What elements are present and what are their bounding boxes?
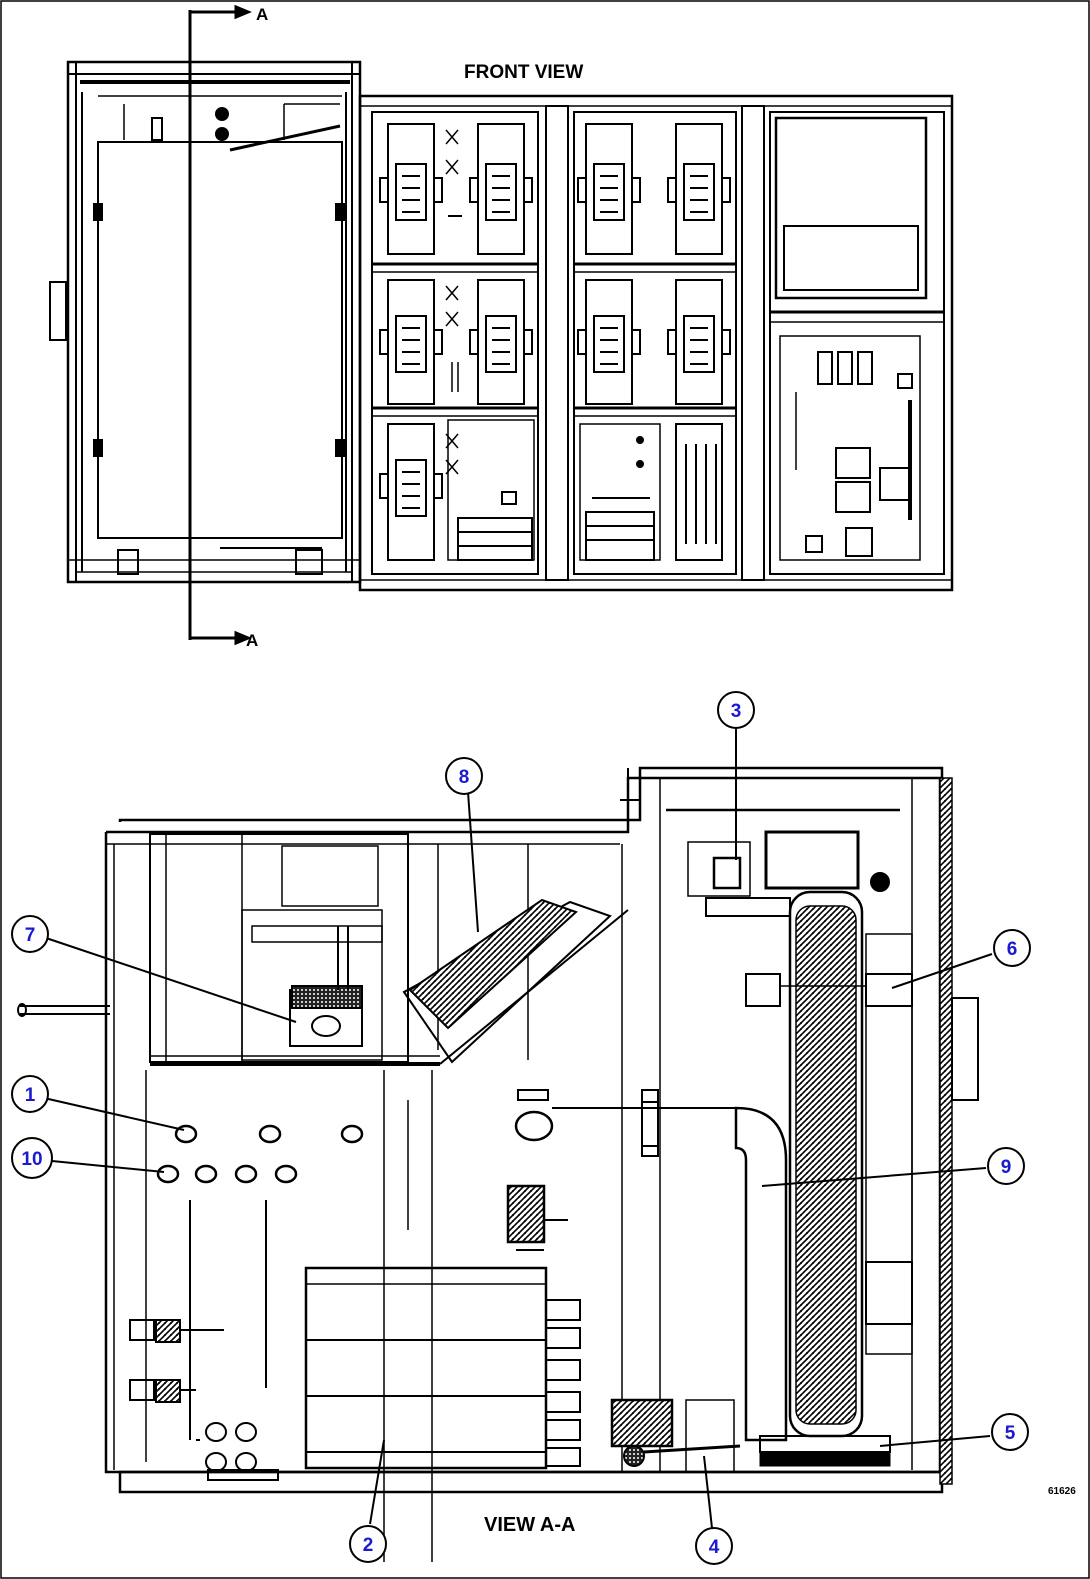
callout-10-label: 10 bbox=[21, 1149, 42, 1170]
section-view-title: VIEW A-A bbox=[484, 1514, 575, 1536]
callout-4: 4 bbox=[695, 1527, 733, 1565]
front-view-title: FRONT VIEW bbox=[464, 62, 583, 83]
callout-10: 10 bbox=[11, 1137, 53, 1179]
callout-8: 8 bbox=[445, 757, 483, 795]
contactor-modules bbox=[379, 123, 731, 561]
callout-5-label: 5 bbox=[1005, 1423, 1016, 1444]
callout-6-label: 6 bbox=[1007, 939, 1018, 960]
callout-1-label: 1 bbox=[25, 1085, 36, 1106]
callout-8-label: 8 bbox=[459, 767, 470, 788]
callout-7: 7 bbox=[11, 915, 49, 953]
section-view bbox=[17, 766, 979, 1562]
callout-2: 2 bbox=[349, 1525, 387, 1563]
section-marker-bottom: A bbox=[246, 631, 258, 650]
leader-lines bbox=[43, 726, 993, 1529]
figure-id: 61626 bbox=[1048, 1486, 1076, 1497]
callout-3: 3 bbox=[717, 691, 755, 729]
callout-3-label: 3 bbox=[731, 701, 742, 722]
front-view bbox=[49, 60, 954, 592]
callout-4-label: 4 bbox=[709, 1537, 720, 1558]
callout-9-label: 9 bbox=[1001, 1157, 1012, 1178]
callout-6: 6 bbox=[993, 929, 1031, 967]
callout-2-label: 2 bbox=[363, 1535, 374, 1556]
callout-1: 1 bbox=[11, 1075, 49, 1113]
section-marker-top: A bbox=[256, 5, 268, 24]
callout-9: 9 bbox=[987, 1147, 1025, 1185]
callout-5: 5 bbox=[991, 1413, 1029, 1451]
section-line bbox=[188, 4, 252, 646]
callout-7-label: 7 bbox=[25, 925, 36, 946]
